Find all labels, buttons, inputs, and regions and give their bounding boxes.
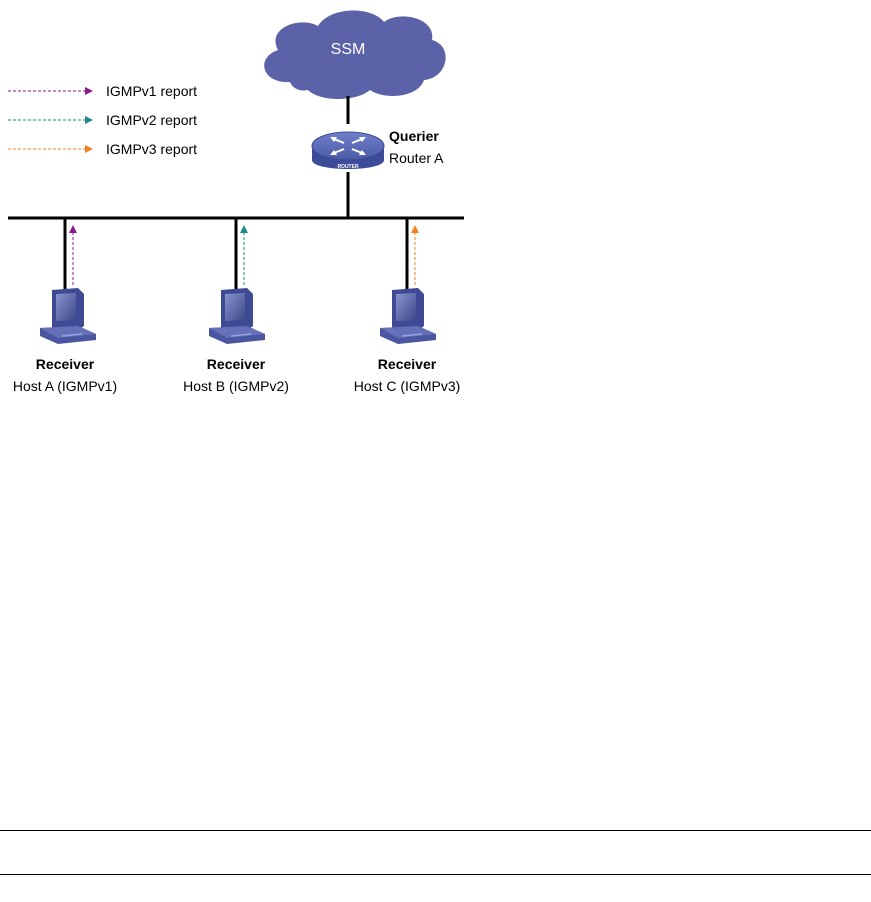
router-name-label: Router A — [389, 150, 444, 166]
host-c: Receiver Host C (IGMPv3) — [354, 218, 461, 394]
legend-item-igmpv2: IGMPv2 report — [8, 112, 197, 128]
legend-label-igmpv2: IGMPv2 report — [106, 112, 197, 128]
legend-label-igmpv1: IGMPv1 report — [106, 83, 197, 99]
host-b: Receiver Host B (IGMPv2) — [183, 218, 289, 394]
computer-icon — [209, 288, 265, 344]
host-a: Receiver Host A (IGMPv1) — [13, 218, 117, 394]
host-b-name: Host B (IGMPv2) — [183, 378, 289, 394]
legend-item-igmpv3: IGMPv3 report — [8, 141, 197, 157]
bottom-divider — [0, 874, 871, 875]
legend-item-igmpv1: IGMPv1 report — [8, 83, 197, 99]
router-role-label: Querier — [389, 128, 439, 144]
computer-icon — [40, 288, 96, 344]
host-b-role: Receiver — [207, 356, 266, 372]
host-a-role: Receiver — [36, 356, 95, 372]
top-divider — [0, 830, 871, 831]
host-c-role: Receiver — [378, 356, 437, 372]
legend: IGMPv1 report IGMPv2 report IGMPv3 repor… — [8, 83, 197, 157]
cloud-label: SSM — [331, 41, 366, 58]
host-a-name: Host A (IGMPv1) — [13, 378, 117, 394]
host-c-name: Host C (IGMPv3) — [354, 378, 461, 394]
cloud-icon — [264, 10, 446, 100]
legend-label-igmpv3: IGMPv3 report — [106, 141, 197, 157]
router-icon — [311, 131, 385, 169]
computer-icon — [380, 288, 436, 344]
router-badge: ROUTER — [337, 164, 359, 170]
